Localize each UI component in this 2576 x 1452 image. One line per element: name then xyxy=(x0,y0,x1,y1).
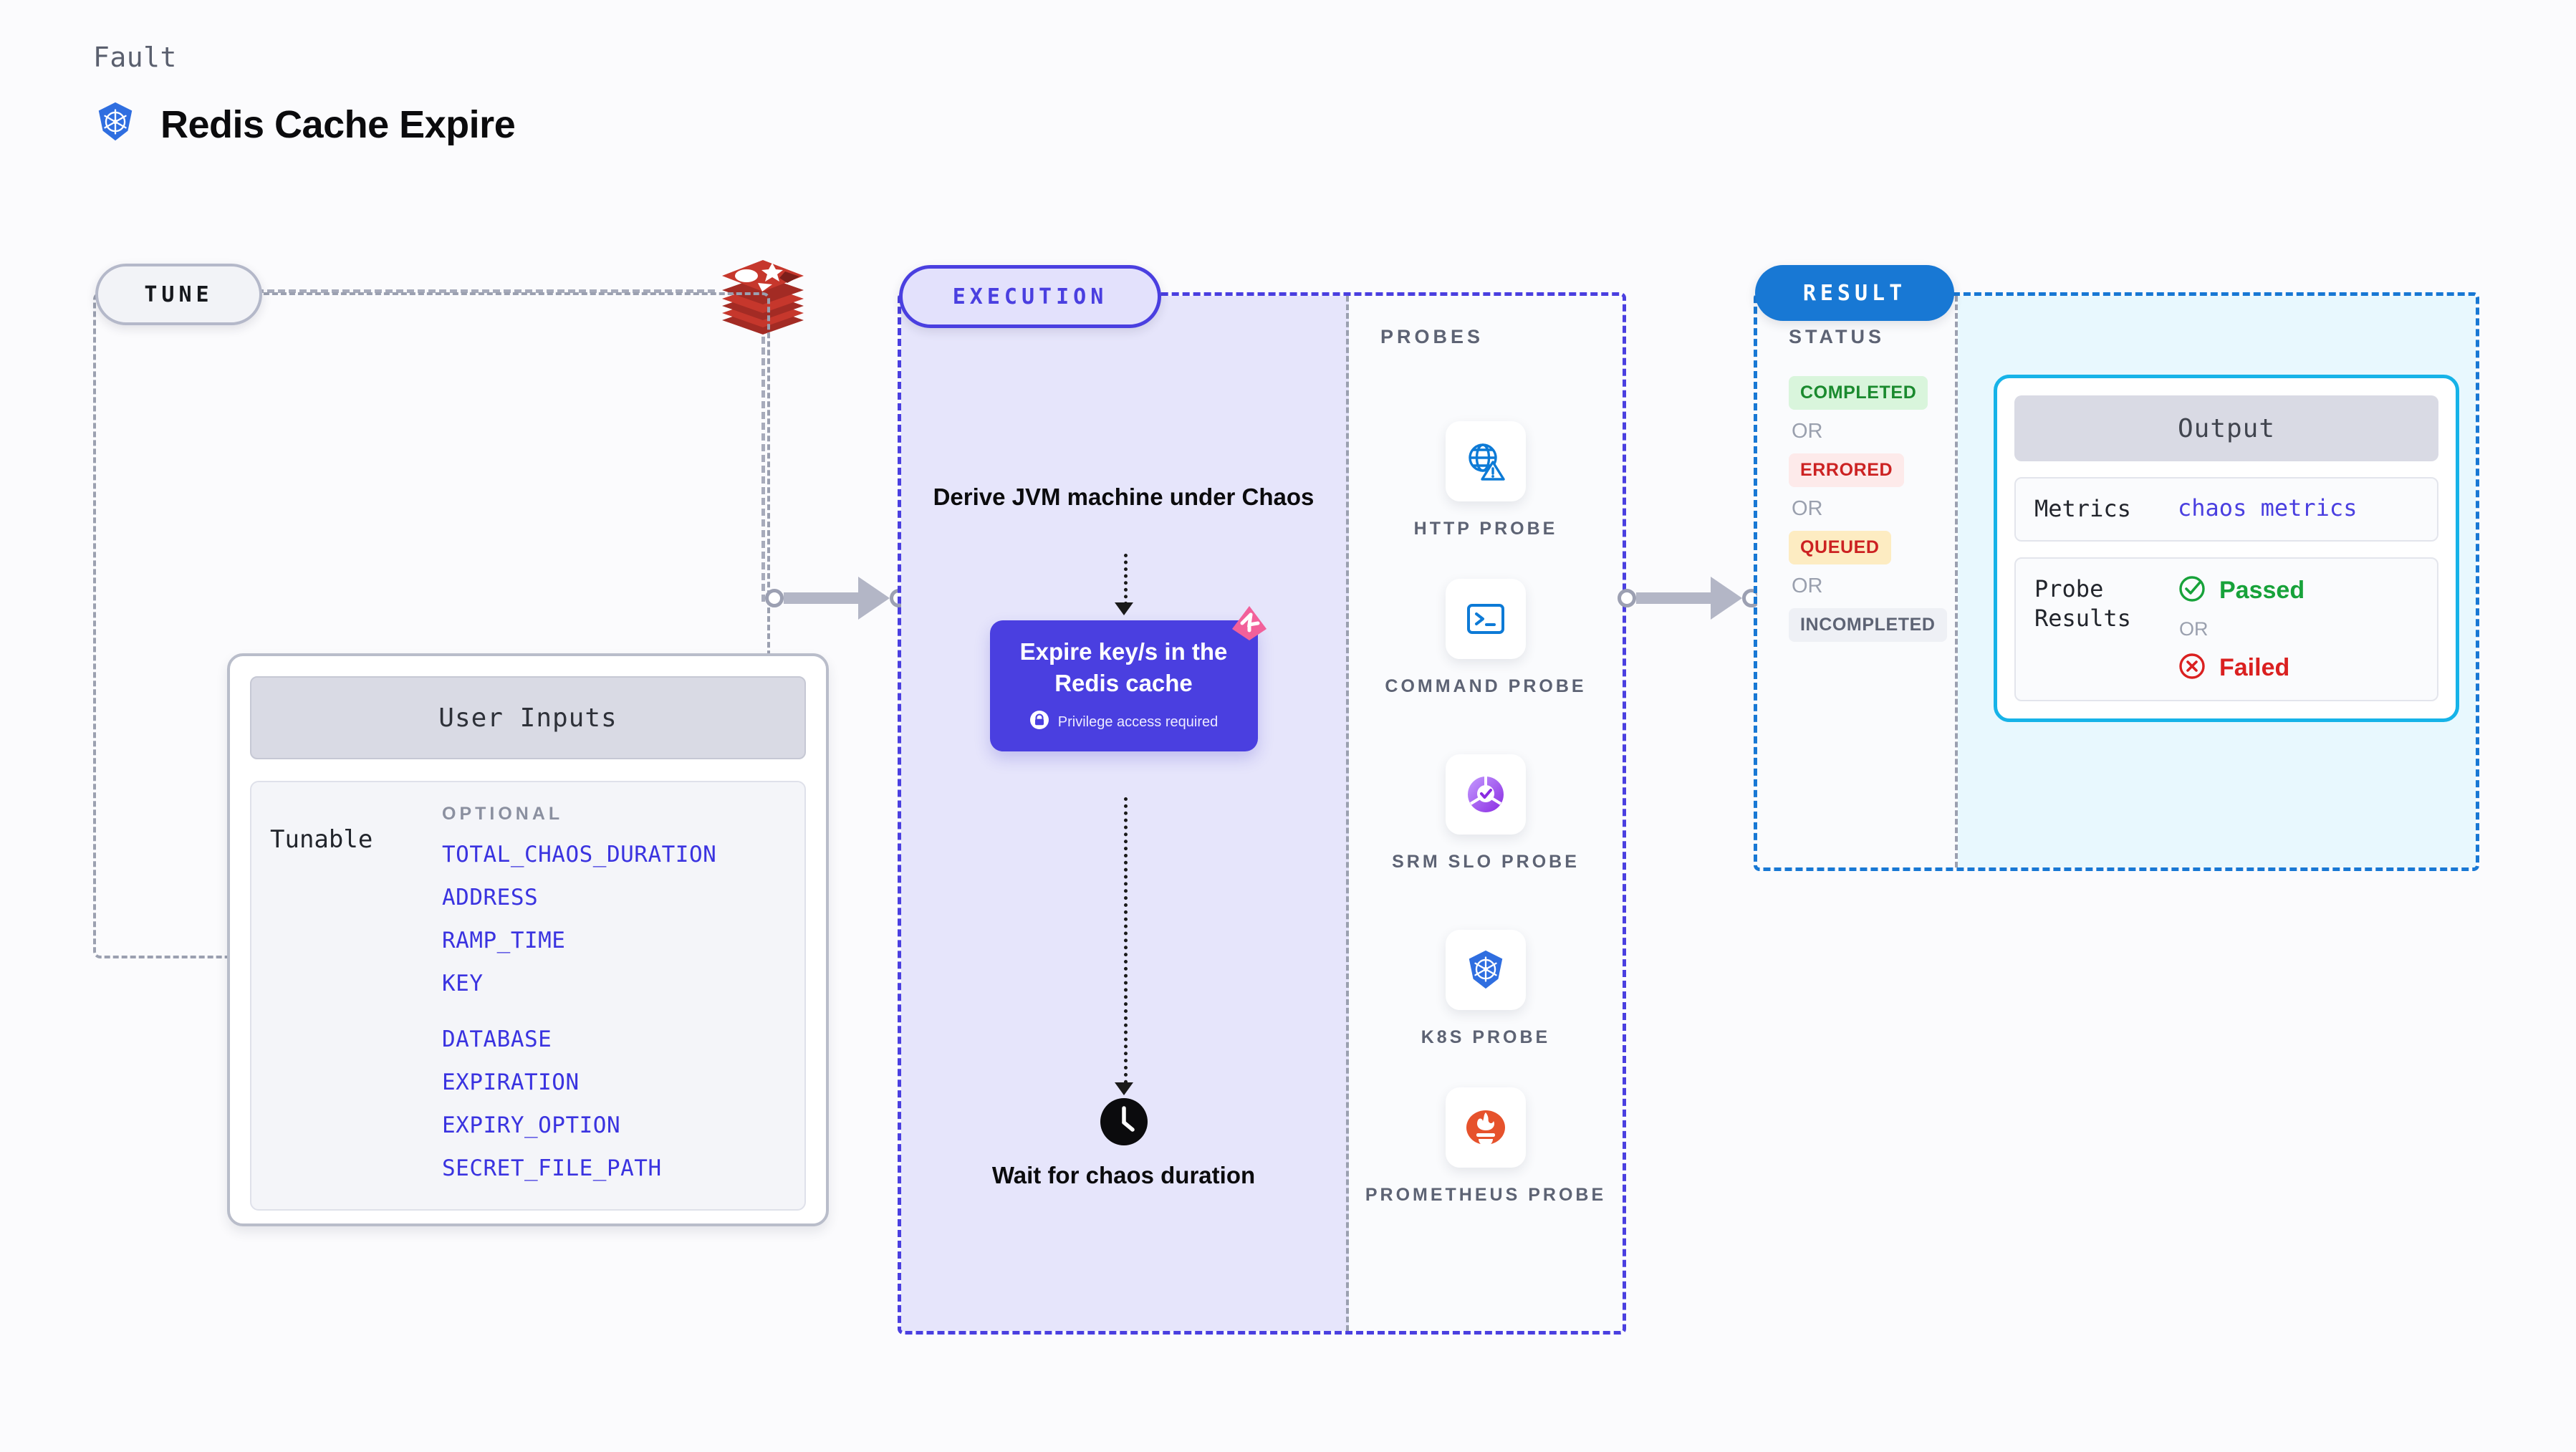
slo-gauge-check-icon xyxy=(1446,754,1526,835)
lock-icon xyxy=(1029,710,1049,734)
output-metrics-row: Metrics chaos metrics xyxy=(2014,477,2438,542)
execution-card-title: Expire key/s in the Redis cache xyxy=(1019,638,1228,696)
output-probe-key: Probe Results xyxy=(2034,574,2131,633)
tune-target-connector xyxy=(256,289,715,293)
status-badge-incompleted: INCOMPLETED xyxy=(1789,608,1947,642)
user-inputs-header: User Inputs xyxy=(250,676,806,759)
optional-label: OPTIONAL xyxy=(442,804,564,824)
probe-command-label: COMMAND PROBE xyxy=(1385,676,1587,696)
user-inputs-card: User Inputs Tunable OPTIONAL TOTAL_CHAOS… xyxy=(227,653,829,1226)
page-title: Redis Cache Expire xyxy=(160,102,516,146)
status-column: STATUS COMPLETED OR ERRORED OR QUEUED OR… xyxy=(1757,296,1958,867)
param-database[interactable]: DATABASE xyxy=(442,1027,552,1052)
terminal-icon xyxy=(1446,579,1526,659)
output-metrics-key: Metrics xyxy=(2034,495,2131,522)
execution-card-note: Privilege access required xyxy=(1057,713,1219,730)
connector-execution-to-result xyxy=(1618,577,1761,620)
connector-arrowhead xyxy=(1711,577,1742,620)
probe-srm-slo-label: SRM SLO PROBE xyxy=(1392,852,1580,872)
execution-step-derive: Derive JVM machine under Chaos xyxy=(933,484,1315,510)
probe-result-or: OR xyxy=(2179,617,2209,640)
probes-column: PROBES HTTP PROBE xyxy=(1349,296,1623,1331)
flow-line-1 xyxy=(1123,554,1128,605)
probe-passed-line: Passed xyxy=(2178,574,2418,607)
probe-passed-label: Passed xyxy=(2219,576,2305,604)
param-total-chaos-duration[interactable]: TOTAL_CHAOS_DURATION xyxy=(442,842,717,867)
result-output-column: Output Metrics chaos metrics Probe Resul… xyxy=(1958,296,2476,867)
kubernetes-icon xyxy=(93,100,138,148)
tunable-label: Tunable xyxy=(270,825,373,854)
probe-failed-line: Failed xyxy=(2178,652,2418,684)
execution-stage-badge[interactable]: EXECUTION xyxy=(899,265,1161,328)
flow-arrow-1 xyxy=(1114,602,1133,615)
execution-step-wait: Wait for chaos duration xyxy=(991,1162,1256,1188)
globe-warning-icon xyxy=(1446,421,1526,501)
tunable-param-list: OPTIONAL TOTAL_CHAOS_DURATION ADDRESS RA… xyxy=(442,804,786,1188)
param-expiry-option[interactable]: EXPIRY_OPTION xyxy=(442,1112,621,1138)
flow-line-2 xyxy=(1123,797,1128,1091)
status-title: STATUS xyxy=(1789,326,1885,347)
status-badge-queued: QUEUED xyxy=(1789,531,1891,564)
connector-arrowhead xyxy=(858,577,890,620)
probe-failed-label: Failed xyxy=(2219,653,2290,681)
status-or-3: OR xyxy=(1792,574,1823,597)
flow-arrow-2 xyxy=(1114,1082,1133,1095)
probe-k8s[interactable]: K8S PROBE xyxy=(1349,930,1623,1049)
connector-bar xyxy=(1636,592,1711,604)
result-panel: STATUS COMPLETED OR ERRORED OR QUEUED OR… xyxy=(1754,292,2479,871)
redis-logo xyxy=(716,254,809,340)
kubernetes-icon xyxy=(1446,930,1526,1010)
status-or-1: OR xyxy=(1792,420,1823,443)
check-circle-icon xyxy=(2178,574,2206,607)
redis-drop-connector xyxy=(761,337,765,602)
execution-action-card[interactable]: Expire key/s in the Redis cache Privileg… xyxy=(989,606,1267,752)
connector-tune-to-execution xyxy=(765,577,908,620)
connector-start-dot xyxy=(1618,589,1636,607)
status-or-2: OR xyxy=(1792,497,1823,520)
probe-prometheus-label: PROMETHEUS PROBE xyxy=(1365,1185,1607,1205)
output-header: Output xyxy=(2014,395,2438,461)
param-secret-file-path[interactable]: SECRET_FILE_PATH xyxy=(442,1155,662,1181)
output-card: Output Metrics chaos metrics Probe Resul… xyxy=(1994,375,2459,722)
status-badge-errored: ERRORED xyxy=(1789,453,1905,487)
output-probe-results-row: Probe Results Passed OR xyxy=(2014,557,2438,701)
param-address[interactable]: ADDRESS xyxy=(442,885,539,910)
chaos-ribbon-icon xyxy=(1225,602,1274,650)
execution-column: Derive JVM machine under Chaos Expire ke… xyxy=(901,296,1349,1331)
output-metrics-value[interactable]: chaos metrics xyxy=(2178,494,2358,521)
title-row: Redis Cache Expire xyxy=(93,100,516,148)
connector-start-dot xyxy=(765,589,784,607)
result-stage-badge[interactable]: RESULT xyxy=(1755,265,1954,321)
execution-panel: Derive JVM machine under Chaos Expire ke… xyxy=(898,292,1626,1335)
probes-title: PROBES xyxy=(1380,326,1484,347)
connector-bar xyxy=(784,592,858,604)
prometheus-flame-icon xyxy=(1446,1087,1526,1168)
status-badge-completed: COMPLETED xyxy=(1789,376,1928,410)
probe-http[interactable]: HTTP PROBE xyxy=(1349,421,1623,540)
clock-icon xyxy=(1097,1095,1151,1149)
status-list: COMPLETED OR ERRORED OR QUEUED OR INCOMP… xyxy=(1789,376,1947,642)
page-header: Fault Redis Cache Expire xyxy=(93,42,516,148)
probe-srm-slo[interactable]: SRM SLO PROBE xyxy=(1349,754,1623,873)
param-ramp-time[interactable]: RAMP_TIME xyxy=(442,928,566,953)
x-circle-icon xyxy=(2178,652,2206,684)
probe-k8s-label: K8S PROBE xyxy=(1421,1027,1551,1047)
probe-http-label: HTTP PROBE xyxy=(1413,519,1558,539)
fault-eyebrow: Fault xyxy=(93,42,177,73)
tune-panel: User Inputs Tunable OPTIONAL TOTAL_CHAOS… xyxy=(93,292,829,1226)
tunable-box: Tunable OPTIONAL TOTAL_CHAOS_DURATION AD… xyxy=(250,781,806,1211)
probe-command[interactable]: COMMAND PROBE xyxy=(1349,579,1623,698)
tune-stage-badge[interactable]: TUNE xyxy=(95,264,262,325)
probe-prometheus[interactable]: PROMETHEUS PROBE xyxy=(1349,1087,1623,1206)
param-expiration[interactable]: EXPIRATION xyxy=(442,1069,580,1095)
param-key[interactable]: KEY xyxy=(442,971,484,996)
execution-card-note-row: Privilege access required xyxy=(1003,710,1245,734)
